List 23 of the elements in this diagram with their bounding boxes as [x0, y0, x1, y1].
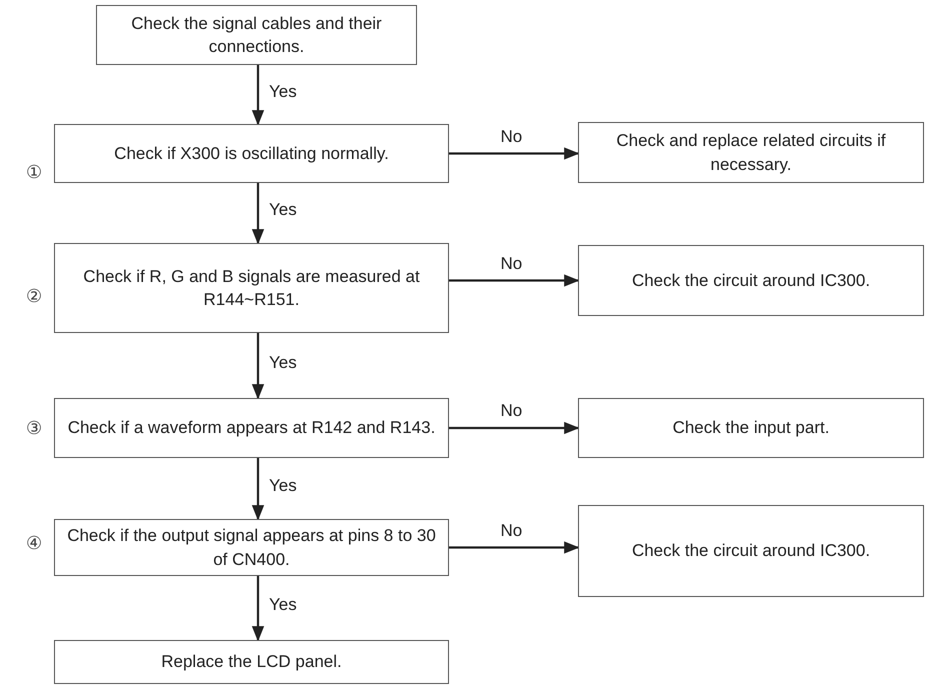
arrow — [449, 147, 580, 160]
arrow — [252, 458, 264, 521]
arrow — [252, 576, 264, 642]
arrow — [449, 422, 580, 434]
process-box: Check the circuit around IC300. — [578, 245, 924, 316]
arrow — [449, 274, 580, 287]
process-box: Check if X300 is oscillating normally. — [54, 124, 449, 183]
step-number: ④ — [26, 534, 42, 552]
process-box: Check and replace related circuits if necessary. — [578, 122, 924, 183]
process-box: Check if a waveform appears at R142 and R143. — [54, 398, 449, 458]
process-box: Check the circuit around IC300. — [578, 505, 924, 597]
process-box: Check the signal cables and their connections. — [96, 5, 417, 65]
arrow — [252, 65, 264, 126]
process-box: Check if R, G and B signals are measured at R144~R151. — [54, 243, 449, 333]
step-number: ③ — [26, 419, 42, 437]
process-box: Replace the LCD panel. — [54, 640, 449, 684]
step-number: ② — [26, 287, 42, 305]
arrow — [449, 541, 580, 554]
arrow — [252, 333, 264, 400]
step-number: ① — [26, 163, 42, 181]
arrow — [252, 183, 264, 245]
process-box: Check if the output signal appears at pins 8 to 30 of CN400. — [54, 519, 449, 576]
process-box: Check the input part. — [578, 398, 924, 458]
